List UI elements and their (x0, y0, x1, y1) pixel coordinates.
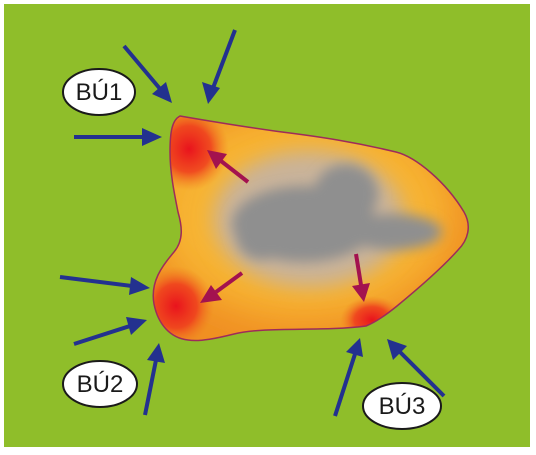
hot-spot-bu2 (138, 266, 214, 346)
arrow-in-bu2-left (60, 277, 150, 295)
label-bu1: BÚ1 (63, 69, 135, 115)
heat-blob (138, 104, 484, 354)
arrow-in-bu1-top (202, 30, 235, 104)
arrow-in-bu2-bottom (145, 343, 165, 415)
diagram-canvas: BÚ1 BÚ2 BÚ3 (4, 4, 530, 447)
label-text: BÚ1 (76, 79, 123, 106)
arrow-in-bu1-left (74, 128, 162, 146)
arrow-in-bu2-lower-left (74, 317, 147, 344)
hot-spot-bu1 (149, 107, 229, 191)
diagram-svg: BÚ1 BÚ2 BÚ3 (4, 4, 530, 447)
label-bu3: BÚ3 (363, 383, 441, 429)
label-text: BÚ2 (77, 371, 124, 398)
arrow-in-bu3-bottom (335, 338, 363, 416)
hot-spot-bu3 (340, 296, 404, 344)
label-bu2: BÚ2 (63, 361, 137, 407)
label-text: BÚ3 (379, 393, 426, 420)
